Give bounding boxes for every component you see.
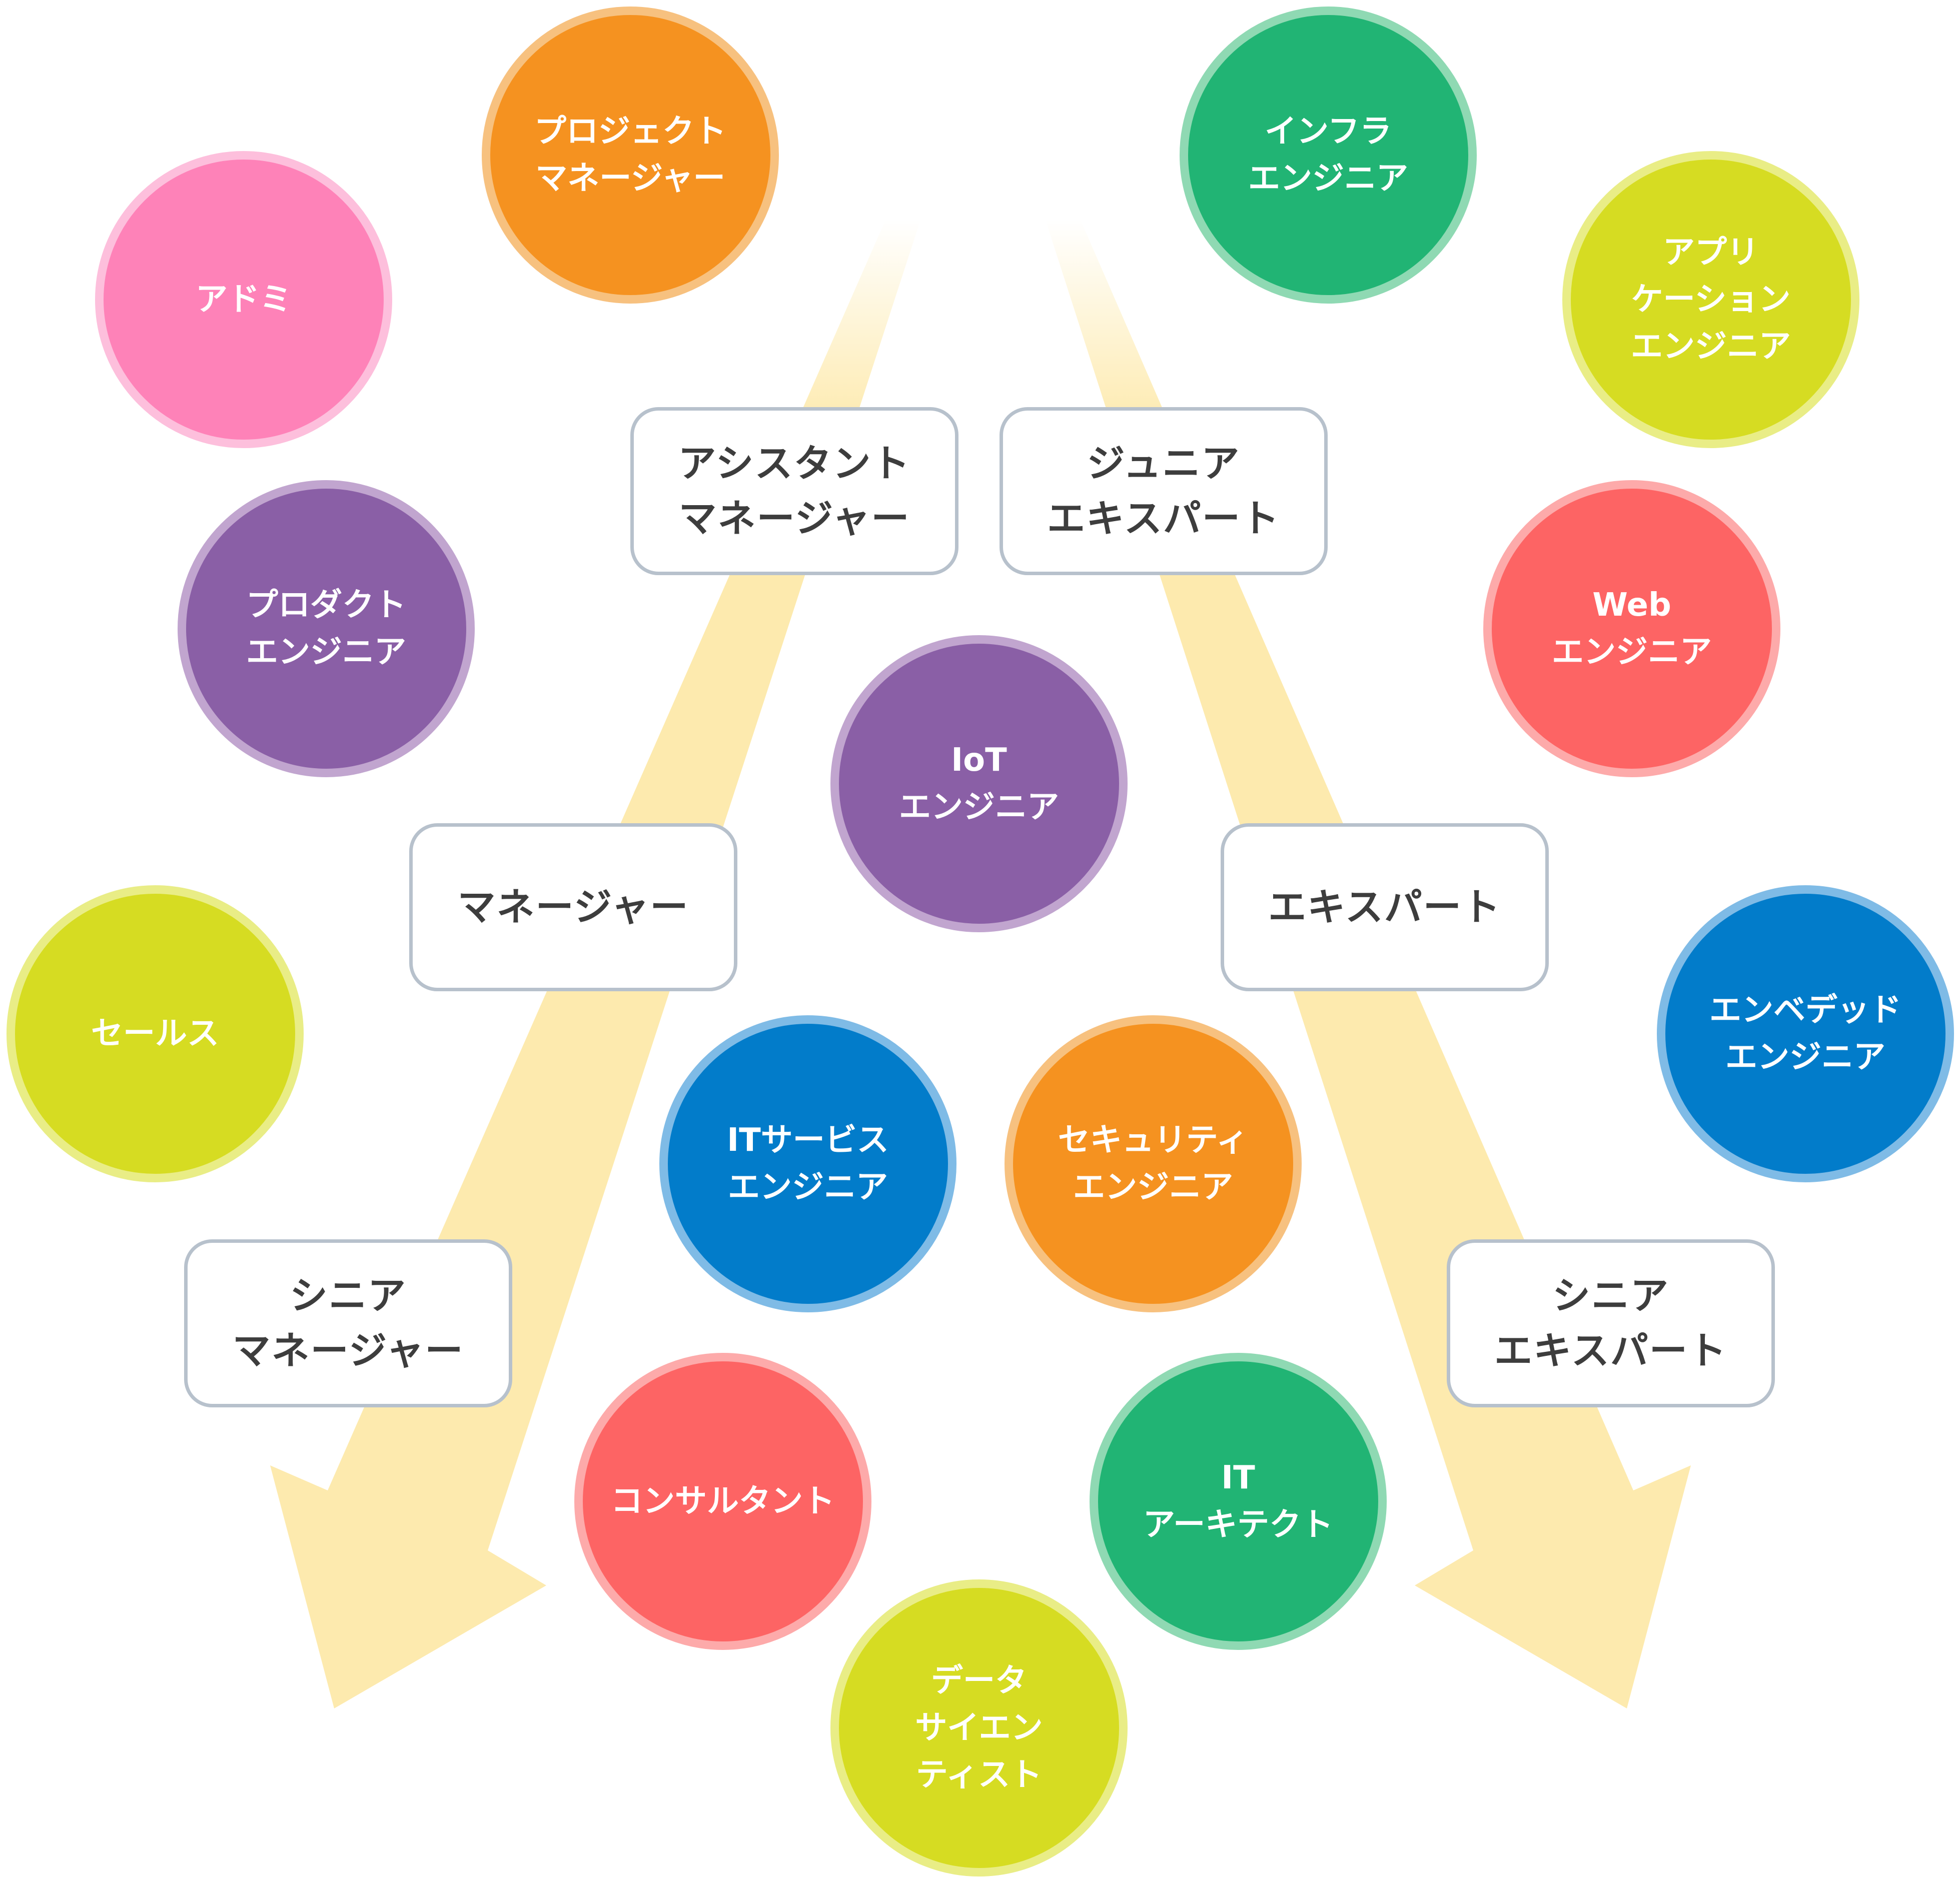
- role-label: セキュリティ エンジニア: [1058, 1122, 1249, 1206]
- stage-senior-expert: シニア エキスパート: [1447, 1239, 1775, 1407]
- stage-label: アシスタント マネージャー: [678, 441, 911, 541]
- stage-label: エキスパート: [1268, 885, 1501, 929]
- role-label: データ サイエン ティスト: [915, 1662, 1043, 1793]
- role-label: ITサービス エンジニア: [727, 1122, 889, 1206]
- role-label: プロジェクト マネージャー: [534, 113, 726, 197]
- stage-expert: エキスパート: [1221, 823, 1549, 991]
- role-label: コンサルタント: [611, 1483, 835, 1520]
- role-sales: セールス: [7, 885, 304, 1182]
- role-web-engineer: Web エンジニア: [1483, 480, 1780, 777]
- role-it-architect: IT アーキテクト: [1090, 1353, 1387, 1650]
- role-security-engineer: セキュリティ エンジニア: [1005, 1015, 1302, 1312]
- role-project-manager: プロジェクト マネージャー: [482, 7, 779, 304]
- role-it-service-engineer: ITサービス エンジニア: [659, 1015, 956, 1312]
- stage-label: ジュニア エキスパート: [1047, 441, 1280, 541]
- stage-manager: マネージャー: [409, 823, 737, 991]
- role-embedded-engineer: エンベデッド エンジニア: [1657, 885, 1954, 1182]
- role-iot-engineer: IoT エンジニア: [830, 635, 1128, 932]
- role-admin: アドミ: [95, 151, 392, 448]
- role-consultant: コンサルタント: [574, 1353, 871, 1650]
- role-label: セールス: [91, 1015, 219, 1052]
- role-label: プロダクト エンジニア: [246, 587, 406, 671]
- role-application-engineer: アプリ ケーション エンジニア: [1562, 151, 1859, 448]
- stage-junior-expert: ジュニア エキスパート: [1000, 407, 1328, 575]
- role-label: IoT エンジニア: [899, 742, 1059, 826]
- role-infra-engineer: インフラ エンジニア: [1180, 7, 1477, 304]
- stage-senior-manager: シニア マネージャー: [184, 1239, 512, 1407]
- stage-label: シニア エキスパート: [1494, 1273, 1727, 1373]
- role-label: Web エンジニア: [1552, 587, 1712, 671]
- role-label: インフラ エンジニア: [1248, 113, 1408, 197]
- role-label: IT アーキテクト: [1143, 1459, 1334, 1543]
- role-label: アプリ ケーション エンジニア: [1631, 234, 1791, 365]
- role-label: エンベデッド エンジニア: [1709, 992, 1901, 1076]
- role-label: アドミ: [196, 281, 292, 318]
- role-data-scientist: データ サイエン ティスト: [830, 1579, 1128, 1876]
- role-product-engineer: プロダクト エンジニア: [178, 480, 475, 777]
- stage-label: シニア マネージャー: [232, 1273, 464, 1373]
- stage-label: マネージャー: [457, 885, 689, 929]
- stage-assistant-manager: アシスタント マネージャー: [630, 407, 958, 575]
